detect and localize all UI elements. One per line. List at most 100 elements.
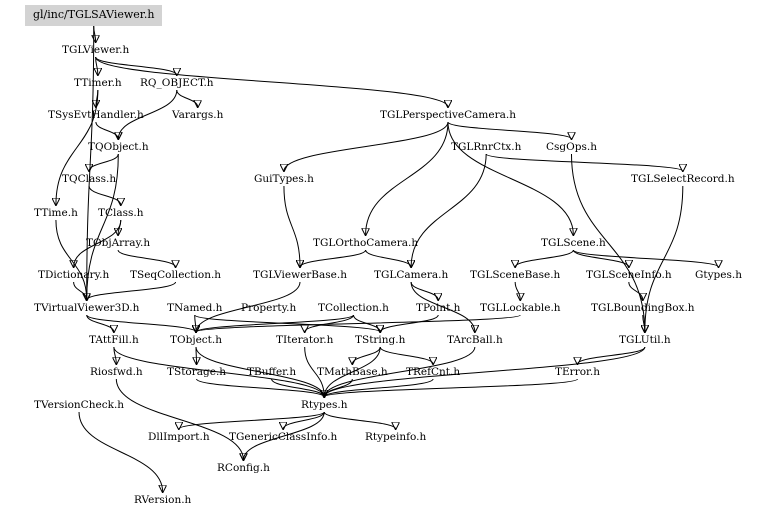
node-TGLBoundingBox[interactable]: TGLBoundingBox.h	[591, 302, 695, 314]
node-TTimer[interactable]: TTimer.h	[74, 77, 122, 89]
node-TGLSelectRecord[interactable]: TGLSelectRecord.h	[631, 173, 735, 185]
node-TSeqCollection[interactable]: TSeqCollection.h	[130, 269, 222, 281]
node-CsgOps[interactable]: CsgOps.h	[546, 141, 597, 153]
edge-TError-to-Rtypes	[324, 378, 578, 397]
edge-TVersionCheck-to-RVersion	[78, 411, 163, 492]
node-TBuffer[interactable]: TBuffer.h	[247, 366, 297, 378]
node-TAttFill[interactable]: TAttFill.h	[89, 334, 139, 346]
edge-TGLOrthoCamera-to-TGLViewerBase	[300, 249, 367, 267]
edge-TGLCamera-to-TPoint	[410, 281, 438, 300]
node-TGLViewerBase[interactable]: TGLViewerBase.h	[253, 269, 347, 281]
edge-TObject-to-Rtypes	[195, 346, 324, 397]
node-TGLSceneBase[interactable]: TGLSceneBase.h	[470, 269, 561, 281]
node-RConfig[interactable]: RConfig.h	[217, 462, 270, 474]
node-TGLOrthoCamera[interactable]: TGLOrthoCamera.h	[313, 237, 419, 249]
edge-Rtypes-to-Rtypeinfo	[323, 411, 395, 429]
node-TGLSAViewer[interactable]: gl/inc/TGLSAViewer.h	[25, 5, 163, 26]
edge-TGLOrthoCamera-to-TGLCamera	[365, 249, 412, 267]
edge-TClass-to-TDictionary	[74, 219, 122, 267]
edge-TSeqCollection-to-TVirtualViewer3D	[87, 281, 177, 300]
node-TGLUtil[interactable]: TGLUtil.h	[619, 334, 671, 346]
edge-TBuffer-to-Rtypes	[271, 378, 325, 397]
node-TNamed[interactable]: TNamed.h	[167, 302, 223, 314]
node-TIterator[interactable]: TIterator.h	[276, 334, 334, 346]
edge-TAttFill-to-Rtypes	[113, 346, 324, 397]
node-TVirtualViewer3D[interactable]: TVirtualViewer3D.h	[34, 302, 140, 314]
node-TArcBall[interactable]: TArcBall.h	[447, 334, 503, 346]
node-TMathBase[interactable]: TMathBase.h	[317, 366, 388, 378]
edge-TGLScene-to-TGLSceneBase	[515, 249, 574, 267]
edge-TQClass-to-TClass	[88, 185, 121, 205]
edge-TGLCamera-to-TArcBall	[410, 281, 475, 332]
node-RQ_OBJECT[interactable]: RQ_OBJECT.h	[140, 77, 214, 89]
node-TPoint[interactable]: TPoint.h	[416, 302, 461, 314]
edge-TStorage-to-Rtypes	[196, 378, 325, 397]
edge-TGLPerspectiveCamera-to-TGLOrthoCamera	[366, 121, 449, 235]
node-TQClass[interactable]: TQClass.h	[62, 173, 117, 185]
node-TObject[interactable]: TObject.h	[170, 334, 223, 346]
node-TDictionary[interactable]: TDictionary.h	[38, 269, 110, 281]
node-TQObject[interactable]: TQObject.h	[88, 141, 149, 153]
edge-TGLPerspectiveCamera-to-TGLScene	[447, 121, 573, 235]
node-TObjArray[interactable]: TObjArray.h	[86, 237, 151, 249]
node-Varargs[interactable]: Varargs.h	[172, 109, 224, 121]
edge-TGLUtil-to-Rtypes	[324, 346, 646, 397]
edge-Rtypes-to-RConfig	[243, 411, 325, 460]
edge-TTime-to-TVirtualViewer3D	[55, 219, 87, 300]
edge-TCollection-to-TIterator	[305, 314, 354, 332]
edge-TObjArray-to-TSeqCollection	[117, 249, 175, 267]
edge-TSysEvtHandler-to-TQObject	[95, 121, 118, 139]
node-TCollection[interactable]: TCollection.h	[318, 302, 389, 314]
node-TGLScene[interactable]: TGLScene.h	[541, 237, 606, 249]
edge-TQObject-to-TVirtualViewer3D	[87, 153, 119, 300]
node-Rtypes[interactable]: Rtypes.h	[301, 399, 348, 411]
node-Property[interactable]: Property.h	[241, 302, 297, 314]
node-TGLSceneInfo[interactable]: TGLSceneInfo.h	[586, 269, 672, 281]
edge-TGLScene-to-TGLSceneInfo	[572, 249, 628, 267]
node-TTime[interactable]: TTime.h	[34, 207, 78, 219]
edge-TGLScene-to-Gtypes	[572, 249, 718, 267]
edge-TVirtualViewer3D-to-TObject	[86, 314, 196, 332]
edge-TGLRnrCtx-to-TGLSelectRecord	[485, 153, 683, 171]
node-TStorage[interactable]: TStorage.h	[167, 366, 227, 378]
node-RVersion[interactable]: RVersion.h	[134, 494, 192, 506]
node-TRefCnt[interactable]: TRefCnt.h	[406, 366, 461, 378]
node-TGLViewer[interactable]: TGLViewer.h	[62, 44, 130, 56]
node-TSysEvtHandler[interactable]: TSysEvtHandler.h	[48, 109, 144, 121]
edge-TString-to-TRefCnt	[379, 346, 433, 364]
node-TGLCamera[interactable]: TGLCamera.h	[374, 269, 449, 281]
edge-TGLViewer-to-RQ_OBJECT	[95, 56, 177, 75]
node-TGLPerspectiveCamera[interactable]: TGLPerspectiveCamera.h	[380, 109, 516, 121]
edge-TString-to-TMathBase	[352, 346, 381, 364]
edge-TGLSAViewer-to-TVirtualViewer3D	[87, 25, 95, 300]
edge-TArcBall-to-Rtypes	[324, 346, 476, 397]
node-TGLRnrCtx[interactable]: TGLRnrCtx.h	[451, 141, 522, 153]
edge-TGLSelectRecord-to-TGLUtil	[645, 185, 684, 332]
node-GuiTypes[interactable]: GuiTypes.h	[254, 173, 314, 185]
edge-RQ_OBJECT-to-Varargs	[176, 89, 198, 107]
node-TClass[interactable]: TClass.h	[98, 207, 144, 219]
edge-TGLLockable-to-TObject	[196, 314, 521, 332]
node-TString[interactable]: TString.h	[355, 334, 406, 346]
edge-TPoint-to-TString	[380, 314, 439, 332]
node-Rtypeinfo[interactable]: Rtypeinfo.h	[365, 431, 427, 443]
node-TGenericClassInfo[interactable]: TGenericClassInfo.h	[229, 431, 338, 443]
edge-TGLPerspectiveCamera-to-GuiTypes	[284, 121, 449, 171]
edge-Rtypes-to-TGenericClassInfo	[283, 411, 325, 429]
node-DllImport[interactable]: DllImport.h	[148, 431, 210, 443]
node-TGLLockable[interactable]: TGLLockable.h	[480, 302, 561, 314]
node-TVersionCheck[interactable]: TVersionCheck.h	[34, 399, 125, 411]
edge-TGLViewerBase-to-TObject	[196, 281, 301, 332]
edge-TNamed-to-TObject	[195, 314, 196, 332]
edge-Rtypes-to-DllImport	[179, 411, 325, 429]
node-Gtypes[interactable]: Gtypes.h	[695, 269, 742, 281]
node-TError[interactable]: TError.h	[555, 366, 600, 378]
edge-GuiTypes-to-TGLViewerBase	[283, 185, 300, 267]
edge-TGLViewer-to-TGLPerspectiveCamera	[95, 56, 448, 107]
node-Riosfwd[interactable]: Riosfwd.h	[90, 366, 143, 378]
edge-TGLRnrCtx-to-TGLCamera	[411, 153, 487, 267]
edge-TNamed-to-TString	[194, 314, 380, 332]
edge-TTimer-to-TTime	[56, 89, 99, 205]
edge-TObject-to-TStorage	[196, 346, 197, 364]
